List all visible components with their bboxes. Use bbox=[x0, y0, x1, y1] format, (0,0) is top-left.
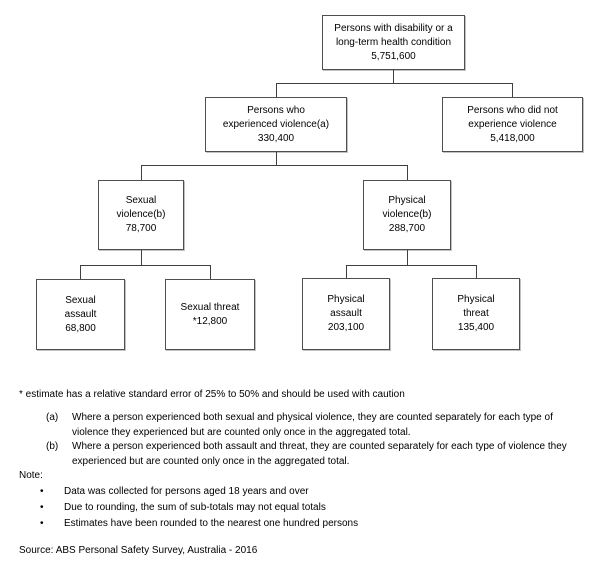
connector-to-violence bbox=[276, 83, 277, 97]
note-bullet-list: • Data was collected for persons aged 18… bbox=[40, 484, 564, 532]
footnote-label: (b) bbox=[46, 441, 59, 452]
node-line: Physical bbox=[388, 195, 426, 206]
node-line: Physical bbox=[327, 294, 365, 305]
node-line: Sexual threat bbox=[180, 301, 240, 313]
node-line: Persons who bbox=[247, 104, 305, 116]
node-line: Physical bbox=[457, 294, 495, 305]
node-value: 5,751,600 bbox=[371, 50, 416, 62]
node-line: violence(b) bbox=[382, 209, 432, 220]
connector-to-physical-assault bbox=[346, 265, 347, 278]
note-bullet-item: • Estimates have been rounded to the nea… bbox=[40, 516, 564, 532]
connector-to-sexual-threat bbox=[210, 265, 211, 279]
asterisk-note: * estimate has a relative standard error… bbox=[19, 389, 405, 400]
node-line: Sexual bbox=[65, 294, 96, 306]
node-persons-with-disability: Persons with disability or a long-term h… bbox=[322, 15, 465, 70]
footnote-text: Where a person experienced both sexual a… bbox=[72, 412, 553, 438]
connector-to-sexual-assault bbox=[80, 265, 81, 279]
bullet-text: Estimates have been rounded to the neare… bbox=[64, 518, 359, 529]
bullet-icon: • bbox=[40, 518, 44, 529]
connector-level3-rail bbox=[141, 165, 407, 166]
connector-to-sexual-violence bbox=[141, 165, 142, 180]
connector-root-stem bbox=[393, 70, 394, 83]
note-heading: Note: bbox=[19, 470, 43, 481]
note-bullet-item: • Due to rounding, the sum of sub-totals… bbox=[40, 500, 564, 516]
connector-physical-rail bbox=[346, 265, 476, 266]
bullet-icon: • bbox=[40, 486, 44, 497]
source-line: Source: ABS Personal Safety Survey, Aust… bbox=[19, 545, 258, 556]
connector-sexual-violence-stem bbox=[141, 250, 142, 265]
node-experienced-violence: Persons who experienced violence(a) 330,… bbox=[205, 97, 347, 152]
node-line: Persons who did not bbox=[467, 104, 558, 116]
footnote-label: (a) bbox=[46, 412, 59, 423]
bullet-icon: • bbox=[40, 502, 44, 513]
bullet-text: Data was collected for persons aged 18 y… bbox=[64, 486, 309, 497]
note-bullet-item: • Data was collected for persons aged 18… bbox=[40, 484, 564, 500]
node-did-not-experience-violence: Persons who did not experience violence … bbox=[442, 97, 583, 152]
node-line: violence(b) bbox=[116, 209, 166, 220]
footnote-b: (b) Where a person experienced both assa… bbox=[46, 440, 592, 469]
connector-physical-violence-stem bbox=[407, 250, 408, 265]
node-value: 330,400 bbox=[257, 132, 295, 144]
node-sexual-threat: Sexual threat *12,800 bbox=[165, 279, 255, 350]
node-line: threat bbox=[463, 308, 489, 319]
connector-to-physical-violence bbox=[407, 165, 408, 180]
node-line: long-term health condition bbox=[335, 36, 452, 48]
bullet-text: Due to rounding, the sum of sub-totals m… bbox=[64, 502, 326, 513]
node-sexual-violence: Sexual violence(b) 78,700 bbox=[98, 180, 184, 250]
node-value: 68,800 bbox=[65, 322, 96, 334]
node-value: 5,418,000 bbox=[490, 132, 535, 144]
node-sexual-assault: Sexual assault 68,800 bbox=[36, 279, 125, 350]
connector-to-no-violence bbox=[512, 83, 513, 97]
node-physical-threat: Physical threat 135,400 bbox=[432, 278, 520, 350]
node-physical-violence: Physical violence(b) 288,700 bbox=[363, 180, 451, 250]
node-line: Sexual bbox=[125, 195, 157, 206]
node-line: assault bbox=[330, 308, 362, 319]
connector-sexual-rail bbox=[80, 265, 210, 266]
node-line: Persons with disability or a bbox=[334, 22, 453, 34]
node-value: 288,700 bbox=[388, 223, 426, 234]
footnote-a: (a) Where a person experienced both sexu… bbox=[46, 411, 592, 440]
node-value: *12,800 bbox=[192, 315, 228, 327]
node-line: assault bbox=[64, 308, 97, 320]
node-value: 203,100 bbox=[327, 322, 365, 333]
node-value: 78,700 bbox=[125, 223, 157, 234]
node-physical-assault: Physical assault 203,100 bbox=[302, 278, 390, 350]
footnote-text: Where a person experienced both assault … bbox=[72, 441, 567, 467]
node-value: 135,400 bbox=[457, 322, 495, 333]
footnote-list: (a) Where a person experienced both sexu… bbox=[46, 411, 592, 469]
connector-level2-rail bbox=[276, 83, 513, 84]
node-line: experienced violence(a) bbox=[222, 118, 330, 130]
connector-violence-stem bbox=[276, 152, 277, 165]
node-line: experience violence bbox=[468, 118, 557, 130]
connector-to-physical-threat bbox=[476, 265, 477, 278]
